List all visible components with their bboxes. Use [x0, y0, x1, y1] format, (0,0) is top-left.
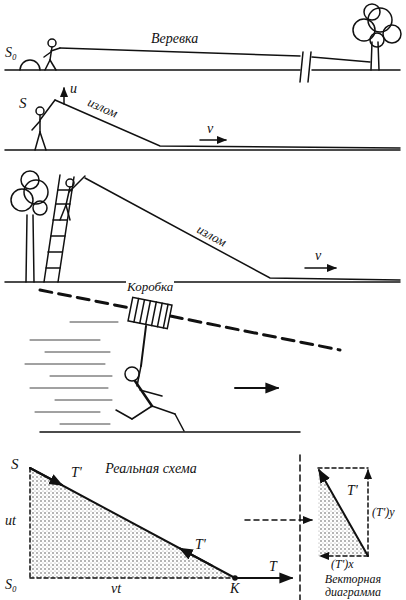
- label: излом: [85, 95, 121, 121]
- label: (T')y: [371, 506, 396, 519]
- label: излом: [194, 222, 230, 250]
- label: T': [346, 484, 359, 499]
- label: ut: [4, 514, 17, 529]
- label: K: [229, 582, 240, 597]
- label: S₀: [4, 46, 18, 61]
- label: T: [268, 560, 278, 575]
- label: (T')x: [330, 558, 355, 571]
- panel-ladder: [5, 171, 400, 282]
- label: S: [18, 96, 28, 112]
- label: S: [10, 457, 20, 473]
- label: v: [314, 249, 322, 264]
- label: v: [206, 122, 214, 137]
- label: Векторная диаграмма: [303, 573, 403, 598]
- label: T': [70, 466, 83, 481]
- panel-rope-ground: [5, 4, 401, 82]
- label: T': [194, 538, 207, 553]
- panel-real-scheme: [30, 455, 312, 600]
- label: vt: [110, 582, 122, 597]
- label: u: [69, 82, 78, 97]
- vector-diagram: [318, 468, 368, 556]
- panel-person-lifting: [5, 88, 400, 150]
- label: Веревка: [150, 32, 199, 47]
- label: Реальная схема: [104, 462, 198, 477]
- label: Коробка: [126, 280, 174, 294]
- panel-running-box: [25, 290, 340, 432]
- label: S₀: [4, 578, 18, 593]
